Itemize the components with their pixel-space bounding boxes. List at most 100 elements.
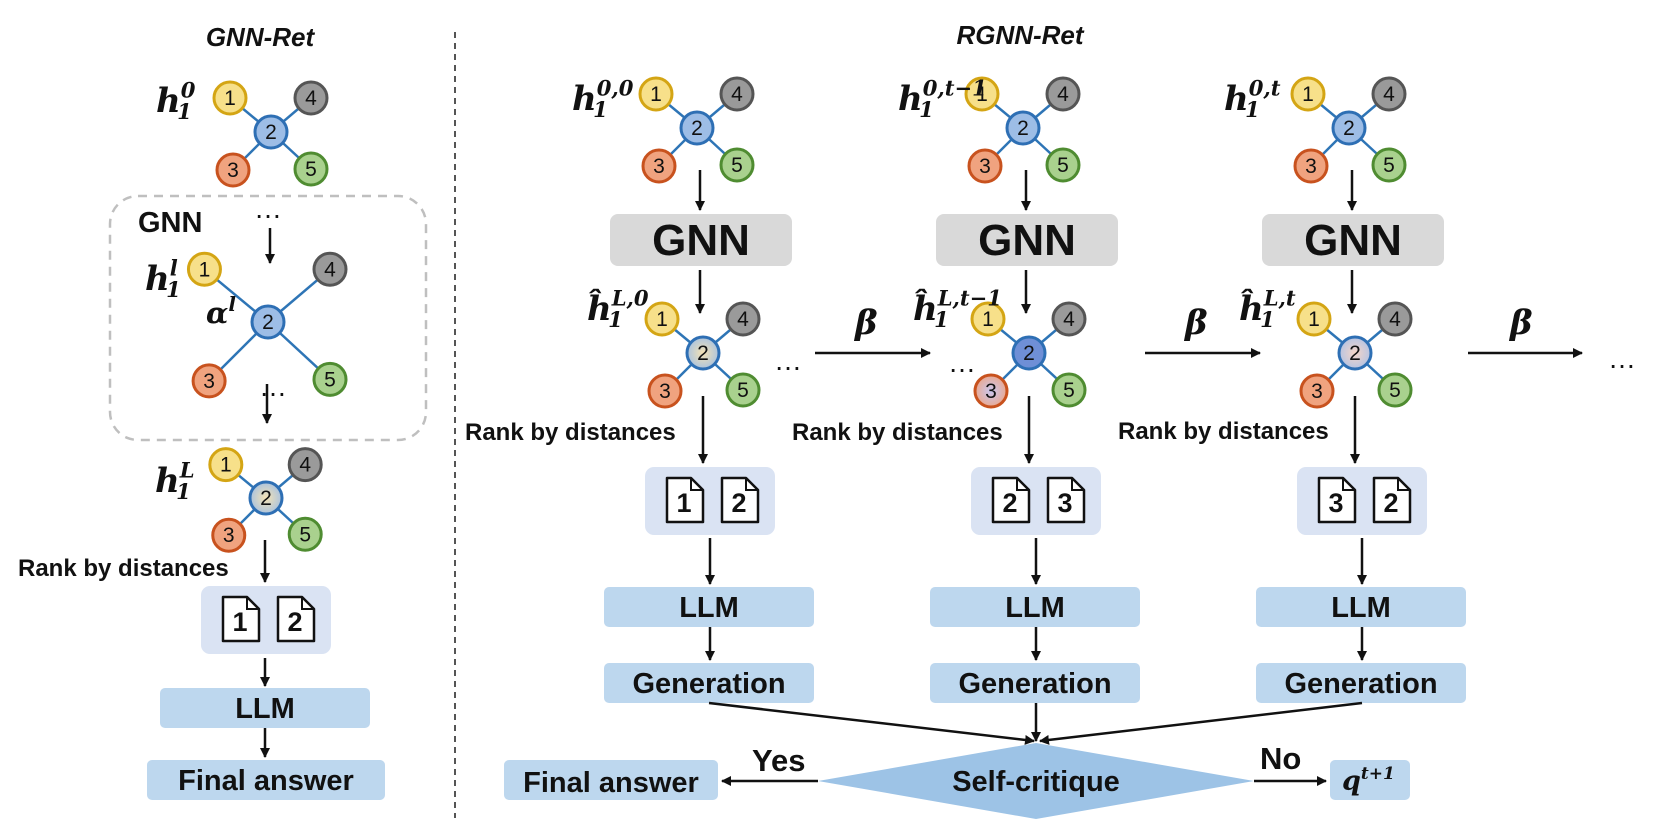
node-5 bbox=[1371, 147, 1407, 183]
node-1 bbox=[208, 447, 244, 483]
node-3-label: 3 bbox=[227, 159, 239, 182]
node-4-label: 4 bbox=[305, 87, 317, 110]
left-docs-doc-b-number: 2 bbox=[287, 607, 302, 637]
ellipsis-col2: … bbox=[948, 347, 976, 378]
node-4-label: 4 bbox=[1389, 308, 1401, 331]
node-2-label: 2 bbox=[691, 117, 703, 140]
node-3-label: 3 bbox=[203, 370, 215, 393]
node-3 bbox=[973, 373, 1009, 409]
node-2-label: 2 bbox=[1349, 342, 1361, 365]
left-docs-doc-a: 1 bbox=[221, 595, 261, 643]
next-query-label: qt+1 bbox=[1342, 764, 1395, 797]
node-2-label: 2 bbox=[260, 487, 272, 510]
beta-label-1: β bbox=[853, 303, 878, 343]
next-query-box bbox=[1330, 760, 1410, 800]
node-5-label: 5 bbox=[737, 379, 749, 402]
final-answer-box-right bbox=[504, 760, 718, 800]
beta-label-2: β bbox=[1183, 303, 1208, 343]
col1-llm-box bbox=[604, 587, 814, 627]
gnn-ret-title: GNN-Ret bbox=[206, 22, 316, 52]
col2-docs-doc-b: 3 bbox=[1046, 476, 1086, 524]
node-4 bbox=[1377, 301, 1413, 337]
node-2 bbox=[1337, 335, 1373, 371]
col2-generation-box bbox=[930, 663, 1140, 703]
node-5-label: 5 bbox=[731, 154, 743, 177]
node-4-label: 4 bbox=[299, 454, 311, 477]
col1-gnn-label: GNN bbox=[652, 216, 750, 265]
node-5-label: 5 bbox=[1389, 379, 1401, 402]
col2-gnn-label: GNN bbox=[978, 216, 1076, 265]
col2-gnn-box bbox=[936, 214, 1118, 266]
col1-llm-label: LLM bbox=[679, 592, 739, 624]
rank-label-left: Rank by distances bbox=[18, 555, 229, 582]
node-2-label: 2 bbox=[1343, 117, 1355, 140]
col1-generation-box bbox=[604, 663, 814, 703]
self-critique-label: Self-critique bbox=[952, 766, 1120, 798]
node-5-label: 5 bbox=[1063, 379, 1075, 402]
node-3 bbox=[191, 363, 227, 399]
col1-arrow-critique bbox=[708, 701, 1035, 745]
left-docs-doc-a-number: 1 bbox=[232, 607, 247, 637]
node-3 bbox=[1293, 148, 1329, 184]
node-1-label: 1 bbox=[224, 87, 236, 110]
node-5 bbox=[287, 516, 323, 552]
node-2 bbox=[679, 110, 715, 146]
node-2 bbox=[1005, 110, 1041, 146]
col2-docs-doc-a-number: 2 bbox=[1002, 488, 1017, 518]
node-1-label: 1 bbox=[1302, 83, 1314, 106]
node-4-label: 4 bbox=[324, 258, 336, 281]
col3-generation-label: Generation bbox=[1284, 668, 1437, 700]
node-2 bbox=[685, 335, 721, 371]
node-4 bbox=[1051, 301, 1087, 337]
node-1 bbox=[1296, 301, 1332, 337]
arrows-layer bbox=[260, 170, 1583, 786]
node-3 bbox=[967, 148, 1003, 184]
node-2 bbox=[253, 114, 289, 150]
col2-llm-box bbox=[930, 587, 1140, 627]
node-1 bbox=[970, 301, 1006, 337]
self-critique-diamond bbox=[818, 743, 1254, 819]
node-4 bbox=[1045, 76, 1081, 112]
node-4-label: 4 bbox=[737, 308, 749, 331]
node-3-label: 3 bbox=[985, 380, 997, 403]
node-4 bbox=[287, 447, 323, 483]
graphs-layer: 1234512345123451234512345123451234512345… bbox=[186, 76, 1413, 553]
ellipsis-end: … bbox=[1608, 343, 1636, 374]
attention-alpha: αl bbox=[206, 292, 236, 330]
col3-gnn-box bbox=[1262, 214, 1444, 266]
node-3-label: 3 bbox=[979, 155, 991, 178]
node-4-label: 4 bbox=[1063, 308, 1075, 331]
node-5 bbox=[719, 147, 755, 183]
node-2 bbox=[248, 480, 284, 516]
no-label: No bbox=[1260, 741, 1301, 776]
rank-label-col2: Rank by distances bbox=[792, 419, 1003, 446]
node-5-label: 5 bbox=[1057, 154, 1069, 177]
node-3 bbox=[215, 152, 251, 188]
node-2-label: 2 bbox=[262, 311, 274, 334]
col3-llm-box bbox=[1256, 587, 1466, 627]
node-5 bbox=[1051, 372, 1087, 408]
node-4 bbox=[312, 251, 348, 287]
node-2 bbox=[1011, 335, 1047, 371]
node-4-label: 4 bbox=[731, 83, 743, 106]
node-3-label: 3 bbox=[1305, 155, 1317, 178]
col1-generation-label: Generation bbox=[632, 668, 785, 700]
node-5 bbox=[1377, 372, 1413, 408]
col1-docs-doc-b: 2 bbox=[720, 476, 760, 524]
col3-docs-doc-b-number: 2 bbox=[1383, 488, 1398, 518]
node-3-label: 3 bbox=[653, 155, 665, 178]
left-llm-box bbox=[160, 688, 370, 728]
node-5 bbox=[1045, 147, 1081, 183]
col2-llm-label: LLM bbox=[1005, 592, 1065, 624]
ellipsis-bottom: … bbox=[259, 371, 287, 402]
